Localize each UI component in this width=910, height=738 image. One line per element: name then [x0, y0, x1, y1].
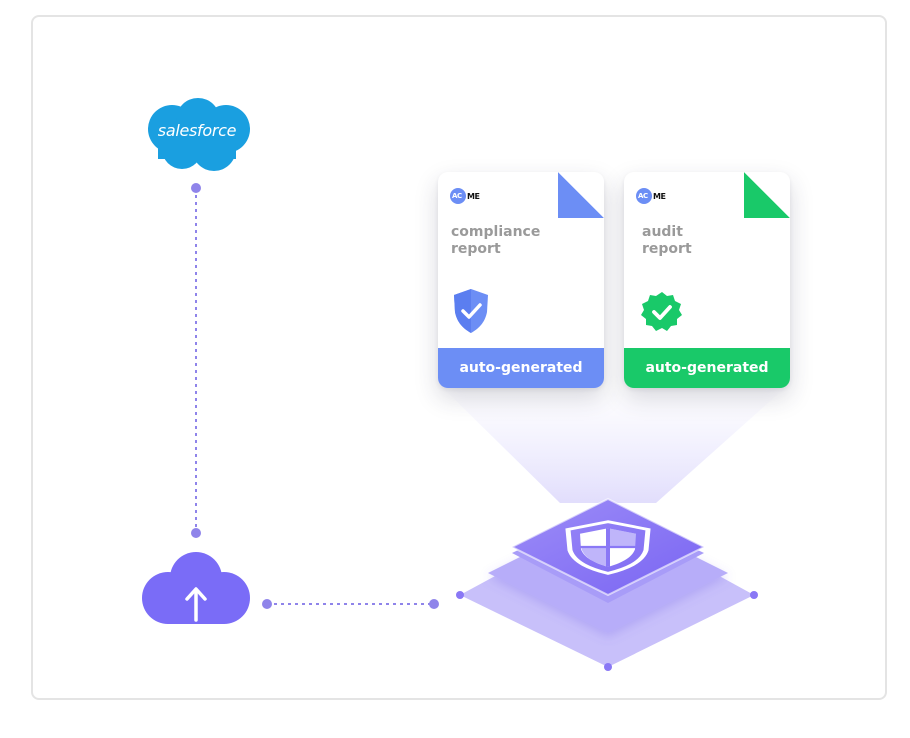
- upload-arrow-icon: [185, 587, 207, 622]
- page-fold-icon: [744, 172, 790, 218]
- security-platform: [442, 385, 786, 677]
- salesforce-cloud-icon: [148, 98, 250, 171]
- upload-cloud-icon: [142, 552, 250, 624]
- verified-badge-icon: [641, 292, 682, 331]
- audit-report-card[interactable]: AC ME audit report auto-generated: [624, 172, 790, 388]
- shield-icon: [565, 520, 651, 575]
- auto-generated-label: auto-generated: [438, 348, 604, 388]
- report-title-line: audit: [642, 224, 683, 240]
- page-fold-icon: [558, 172, 604, 218]
- report-title-line: compliance: [451, 224, 541, 240]
- upload-cloud: [140, 550, 252, 628]
- report-title-line: report: [451, 241, 501, 257]
- acme-brand: AC ME: [636, 188, 666, 204]
- salesforce-logo-text: salesforce: [157, 121, 237, 140]
- salesforce-logo: salesforce: [140, 95, 254, 173]
- acme-logo-rest: ME: [467, 191, 480, 201]
- auto-generated-label: auto-generated: [624, 348, 790, 388]
- projection-beam: [442, 387, 786, 503]
- acme-logo-mark: AC: [636, 188, 652, 204]
- report-title: compliance report: [451, 224, 581, 258]
- report-title-line: report: [642, 241, 692, 257]
- shield-check-icon: [454, 289, 488, 333]
- compliance-report-card[interactable]: AC ME compliance report auto-generated: [438, 172, 604, 388]
- acme-logo-mark: AC: [450, 188, 466, 204]
- acme-logo-rest: ME: [653, 191, 666, 201]
- acme-brand: AC ME: [450, 188, 480, 204]
- report-title: audit report: [642, 224, 772, 258]
